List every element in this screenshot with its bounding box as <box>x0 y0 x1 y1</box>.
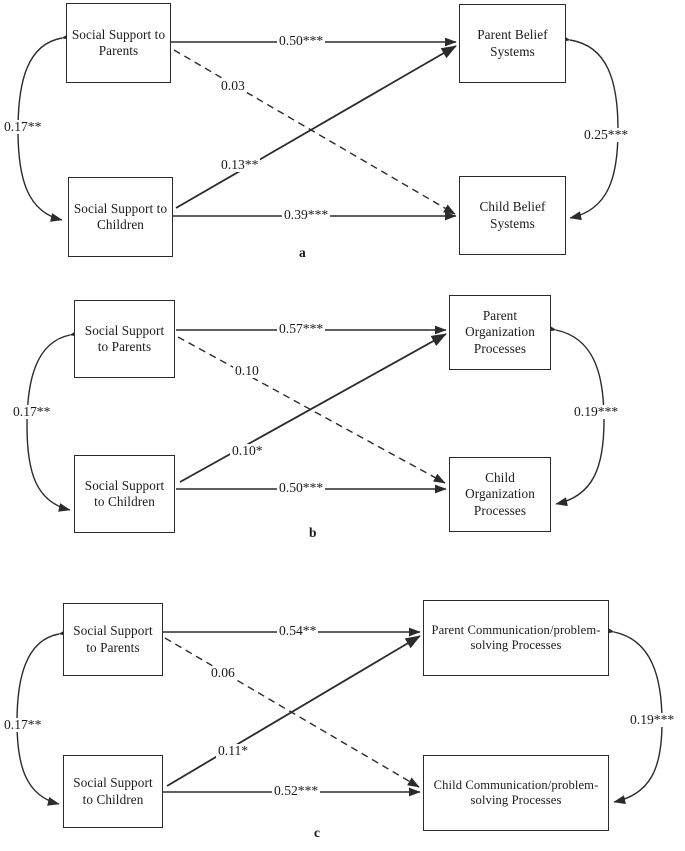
node-social-support-parents[interactable]: Social Support to Parents <box>63 603 163 676</box>
path-label-parent-to-child: 0.10 <box>233 363 261 378</box>
path-label-child-to-parent: 0.13** <box>219 157 261 172</box>
path-label-parent-to-parent: 0.50*** <box>277 33 326 48</box>
panel-b-edges <box>26 323 605 512</box>
edge-parent-to-child-dashed <box>177 336 446 484</box>
panel-letter-a: a <box>299 245 306 260</box>
panel-c: Social Support to Parents Social Support… <box>0 570 685 851</box>
node-social-support-children[interactable]: Social Support to Children <box>68 177 173 257</box>
panel-letter-b: b <box>309 525 317 540</box>
node-label: Child Organization Processes <box>465 470 535 518</box>
edge-right-covariance <box>544 323 605 507</box>
node-label: Social Support to Parents <box>73 623 153 655</box>
node-social-support-parents[interactable]: Social Support to Parents <box>66 3 171 83</box>
node-label: Parent Organization Processes <box>465 308 535 356</box>
edge-child-to-parent <box>166 635 421 787</box>
node-label: Parent Belief Systems <box>477 27 548 59</box>
path-label-parent-to-parent: 0.57*** <box>277 321 326 336</box>
node-child-outcome[interactable]: Child Communication/problem-solving Proc… <box>423 755 609 831</box>
path-label-left-covariance: 0.17** <box>2 119 44 134</box>
node-label: Parent Communication/problem-solving Pro… <box>431 622 601 652</box>
edge-child-to-parent <box>179 333 447 483</box>
path-label-child-to-child: 0.52*** <box>272 783 321 798</box>
node-label: Social Support to Parents <box>84 322 165 354</box>
path-label-child-to-child: 0.39*** <box>282 207 331 222</box>
path-label-parent-to-child: 0.03 <box>219 78 247 93</box>
path-label-right-covariance: 0.19*** <box>628 712 677 727</box>
node-child-outcome[interactable]: Child Belief Systems <box>459 176 566 255</box>
node-label: Social Support to Children <box>73 775 153 807</box>
node-parent-outcome[interactable]: Parent Belief Systems <box>459 4 566 83</box>
path-label-right-covariance: 0.25*** <box>582 127 631 142</box>
node-parent-outcome[interactable]: Parent Communication/problem-solving Pro… <box>423 600 609 676</box>
node-label: Child Communication/problem-solving Proc… <box>433 777 599 807</box>
path-label-parent-to-child: 0.06 <box>209 665 237 680</box>
node-label: Social Support to Parents <box>71 26 166 58</box>
node-social-support-children[interactable]: Social Support to Children <box>63 755 163 828</box>
panel-b: Social Support to Parents Social Support… <box>0 280 685 565</box>
edge-parent-to-child-dashed <box>173 49 456 215</box>
panel-a: Social Support to Parents Social Support… <box>0 0 685 275</box>
path-label-child-to-child: 0.50*** <box>277 480 326 495</box>
path-label-left-covariance: 0.17** <box>2 717 44 732</box>
node-child-outcome[interactable]: Child Organization Processes <box>449 457 551 532</box>
edge-left-covariance <box>26 328 82 512</box>
path-label-child-to-parent: 0.10* <box>230 443 265 458</box>
node-label: Child Belief Systems <box>479 199 546 231</box>
node-social-support-children[interactable]: Social Support to Children <box>74 455 175 533</box>
path-label-right-covariance: 0.19*** <box>572 404 621 419</box>
panel-letter-c: c <box>314 825 320 840</box>
path-label-child-to-parent: 0.11* <box>216 743 251 758</box>
node-label: Social Support to Children <box>84 477 165 509</box>
node-social-support-parents[interactable]: Social Support to Parents <box>74 300 175 378</box>
edge-child-to-parent <box>175 45 457 209</box>
node-label: Social Support to Children <box>73 200 168 232</box>
node-parent-outcome[interactable]: Parent Organization Processes <box>449 295 551 370</box>
path-label-left-covariance: 0.17** <box>11 404 53 419</box>
path-label-parent-to-parent: 0.54** <box>277 623 319 638</box>
